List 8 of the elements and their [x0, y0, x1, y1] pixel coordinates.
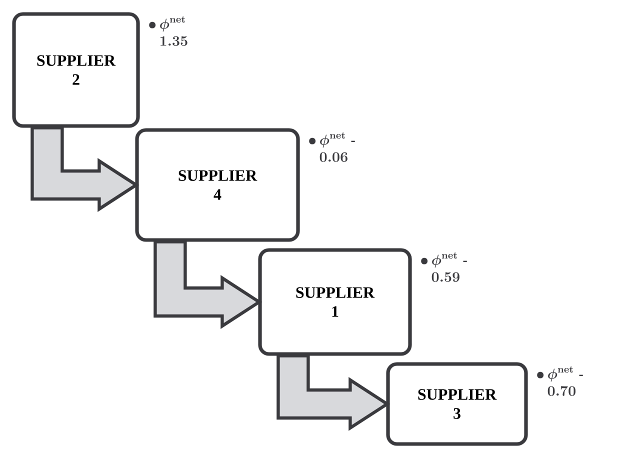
score-annotation: $\begin{array}{@{}l@{}}\boldsymbol{\bullet\,\phi}^{\mathbf{net}}\;\textbf{-}\\ \hphantom{\bullet\,}\mathbf{0.59}\end{array}$ [421, 252, 467, 282]
score-annotation: $\begin{array}{@{}l@{}}\boldsymbol{\bullet\,\phi}^{\mathbf{net}}\\ \hphantom{\bullet\,}\mathbf{1.35}\end{array}$ [149, 16, 188, 46]
score-annotation: $\begin{array}{@{}l@{}}\boldsymbol{\bullet\,\phi}^{\mathbf{net}}\;\textbf{-}\\ \hphantom{\bullet\,}\mathbf{0.06}\end{array}$ [309, 132, 355, 162]
supplier-box: SUPPLIER 1 [258, 248, 412, 356]
supplier-box: SUPPLIER 3 [386, 362, 528, 446]
supplier-box: SUPPLIER 2 [12, 12, 140, 128]
supplier-box: SUPPLIER 4 [135, 128, 300, 242]
score-annotation: $\begin{array}{@{}l@{}}\boldsymbol{\bullet\,\phi}^{\mathbf{net}}\;\textbf{-}\\ \hphantom{\bullet\,}\mathbf{0.70}\end{array}$ [537, 366, 583, 396]
